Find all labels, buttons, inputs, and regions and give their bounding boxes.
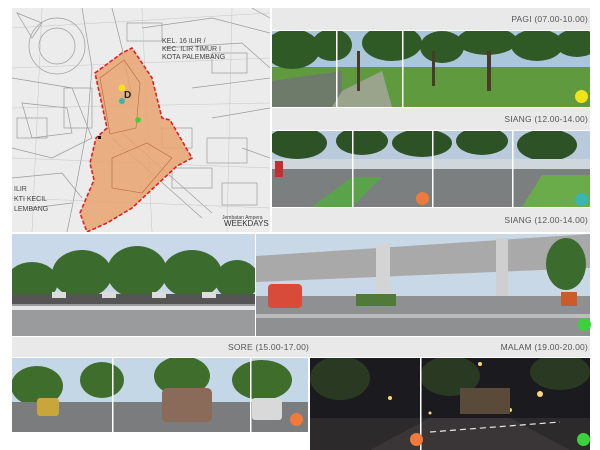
label-band-siang-2	[272, 208, 590, 232]
side-line-1: ILIR	[14, 186, 27, 193]
time-dot-siang-1-orange	[416, 192, 429, 205]
map-marker-letter: D	[124, 90, 132, 101]
marker-yellow	[118, 84, 126, 92]
label-siang-2: SIANG (12.00-14.00)	[504, 215, 588, 225]
time-dot-malam-green	[577, 433, 590, 446]
time-dot-siang-1	[575, 193, 588, 206]
photo-sore-street	[12, 358, 308, 432]
time-dot-malam-orange	[410, 433, 423, 446]
time-dot-sore	[290, 413, 303, 426]
time-dot-siang-2	[578, 318, 591, 331]
label-siang-1: SIANG (12.00-14.00)	[504, 114, 588, 124]
side-line-2: KTI KECIL	[14, 196, 48, 203]
photo-malam	[310, 358, 590, 450]
bridge-label: Jembatan Ampera	[222, 215, 263, 221]
label-malam: MALAM (19.00-20.00)	[500, 342, 588, 352]
photo-sore-parking	[12, 234, 255, 336]
label-pagi: PAGI (07.00-10.00)	[511, 14, 588, 24]
side-line-3: LEMBANG	[14, 206, 49, 213]
district-line-3: KOTA PALEMBANG	[162, 54, 226, 61]
district-line-2: KEC. ILIR TIMUR I	[162, 46, 221, 53]
photo-siang-flyover	[256, 234, 590, 336]
marker-teal	[119, 98, 125, 104]
day-label: WEEKDAYS	[224, 219, 269, 228]
label-band-siang-1	[272, 108, 590, 130]
label-band-bottom	[12, 337, 590, 357]
photo-siang-1	[272, 131, 590, 207]
site-map: KEL. 16 ILIR / KEC. ILIR TIMUR I KOTA PA…	[12, 8, 270, 232]
marker-green	[135, 117, 141, 123]
marker-black	[98, 136, 101, 139]
label-band-pagi	[272, 8, 590, 30]
site-map-drawing	[12, 8, 270, 232]
site-area	[79, 46, 194, 232]
district-line-1: KEL. 16 ILIR /	[162, 38, 206, 45]
time-dot-pagi	[575, 90, 588, 103]
label-sore: SORE (15.00-17.00)	[228, 342, 310, 352]
photo-pagi	[272, 31, 590, 107]
